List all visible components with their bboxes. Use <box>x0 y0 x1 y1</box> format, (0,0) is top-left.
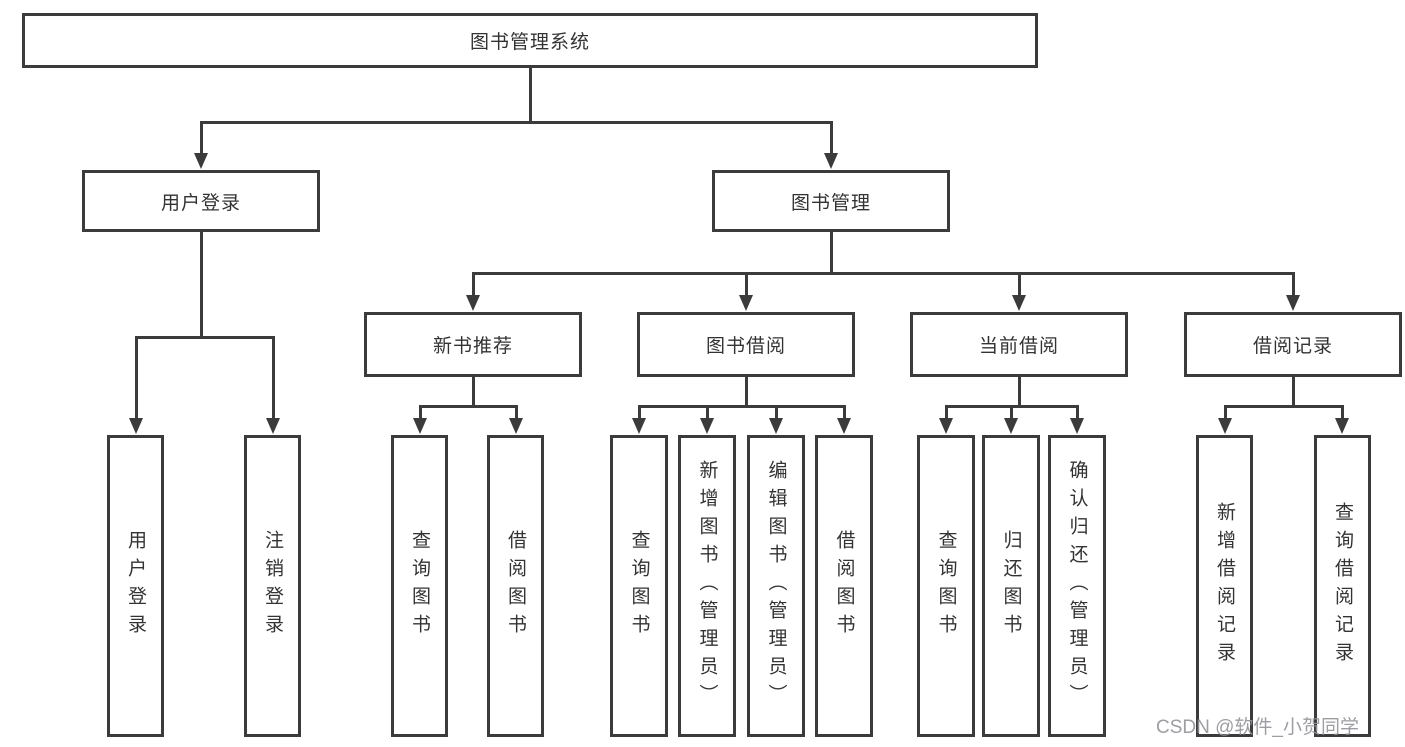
leaf-user-login-label: 用户登录 <box>125 530 146 642</box>
connector-line <box>472 377 475 408</box>
node-new-book-recommend-label: 新书推荐 <box>432 336 513 357</box>
leaf-return-book-label: 归还图书 <box>1000 530 1022 642</box>
connector-line <box>135 336 138 422</box>
arrow-down-icon <box>700 418 714 434</box>
connector-line <box>1010 405 1013 422</box>
node-current-borrow: 当前借阅 <box>910 312 1128 377</box>
leaf-logout-label: 注销登录 <box>262 530 283 642</box>
leaf-add-book-admin: 新增图书（管理员） <box>678 435 736 737</box>
connector-line <box>638 405 846 408</box>
node-root: 图书管理系统 <box>22 13 1038 68</box>
arrow-down-icon <box>1335 418 1349 434</box>
leaf-borrow-book-label: 借阅图书 <box>833 530 855 642</box>
arrow-down-icon <box>1218 418 1232 434</box>
leaf-user-login: 用户登录 <box>107 435 164 737</box>
connector-line <box>419 405 422 422</box>
leaf-confirm-return-admin: 确认归还（管理员） <box>1048 435 1106 737</box>
connector-line <box>706 405 709 422</box>
arrow-down-icon <box>769 418 783 434</box>
connector-line <box>830 121 833 157</box>
leaf-query-book-recommend: 查询图书 <box>391 435 448 737</box>
node-borrow-records-label: 借阅记录 <box>1252 336 1333 357</box>
connector-line <box>843 405 846 422</box>
connector-line <box>1341 405 1344 422</box>
arrow-down-icon <box>413 418 427 434</box>
node-current-borrow-label: 当前借阅 <box>978 336 1059 357</box>
node-user-login-label: 用户登录 <box>160 192 241 214</box>
arrow-down-icon <box>1286 295 1300 311</box>
connector-line <box>529 68 532 122</box>
leaf-edit-book-admin: 编辑图书（管理员） <box>747 435 805 737</box>
arrow-down-icon <box>129 418 143 434</box>
connector-line <box>419 405 518 408</box>
node-user-login: 用户登录 <box>82 170 320 232</box>
connector-line <box>1224 405 1344 408</box>
arrow-down-icon <box>939 418 953 434</box>
leaf-query-book-borrow-label: 查询图书 <box>628 530 650 642</box>
leaf-add-book-admin-label: 新增图书（管理员） <box>696 460 718 712</box>
connector-line <box>472 272 1294 275</box>
arrow-down-icon <box>509 418 523 434</box>
node-book-borrow-label: 图书借阅 <box>705 336 786 357</box>
leaf-query-borrow-record: 查询借阅记录 <box>1314 435 1371 737</box>
connector-line <box>515 405 518 422</box>
arrow-down-icon <box>739 295 753 311</box>
node-book-management-label: 图书管理 <box>790 192 871 214</box>
arrow-down-icon <box>266 418 280 434</box>
connector-line <box>1292 377 1295 408</box>
arrow-down-icon <box>824 153 838 169</box>
connector-line <box>1018 272 1021 299</box>
connector-line <box>945 405 948 422</box>
leaf-logout: 注销登录 <box>244 435 301 737</box>
connector-line <box>830 232 833 275</box>
node-root-label: 图书管理系统 <box>469 32 590 53</box>
connector-line <box>200 121 832 124</box>
leaf-borrow-book-recommend: 借阅图书 <box>487 435 544 737</box>
connector-line <box>272 336 275 422</box>
connector-line <box>1224 405 1227 422</box>
arrow-down-icon <box>1070 418 1084 434</box>
arrow-down-icon <box>632 418 646 434</box>
leaf-confirm-return-admin-label: 确认归还（管理员） <box>1066 460 1088 712</box>
connector-line <box>200 121 203 157</box>
node-book-borrow: 图书借阅 <box>637 312 855 377</box>
leaf-borrow-book-recommend-label: 借阅图书 <box>505 530 526 642</box>
leaf-query-book-current-label: 查询图书 <box>935 530 957 642</box>
leaf-query-book-recommend-label: 查询图书 <box>409 530 430 642</box>
connector-line <box>745 272 748 299</box>
arrow-down-icon <box>837 418 851 434</box>
connector-line <box>1018 377 1021 408</box>
leaf-edit-book-admin-label: 编辑图书（管理员） <box>765 460 787 712</box>
arrow-down-icon <box>1004 418 1018 434</box>
arrow-down-icon <box>466 295 480 311</box>
connector-line <box>745 377 748 408</box>
connector-line <box>1076 405 1079 422</box>
connector-line <box>638 405 641 422</box>
leaf-query-book-borrow: 查询图书 <box>610 435 668 737</box>
connector-line <box>1292 272 1295 299</box>
csdn-watermark: CSDN @软件_小贺同学 <box>1156 717 1359 738</box>
leaf-query-book-current: 查询图书 <box>917 435 975 737</box>
node-new-book-recommend: 新书推荐 <box>364 312 582 377</box>
connector-line <box>472 272 475 299</box>
leaf-return-book: 归还图书 <box>982 435 1040 737</box>
leaf-add-borrow-record-label: 新增借阅记录 <box>1214 502 1235 670</box>
leaf-query-borrow-record-label: 查询借阅记录 <box>1332 502 1353 670</box>
node-borrow-records: 借阅记录 <box>1184 312 1402 377</box>
leaf-add-borrow-record: 新增借阅记录 <box>1196 435 1253 737</box>
arrow-down-icon <box>1012 295 1026 311</box>
connector-line <box>775 405 778 422</box>
leaf-borrow-book: 借阅图书 <box>815 435 873 737</box>
connector-line <box>200 232 203 339</box>
arrow-down-icon <box>194 153 208 169</box>
connector-line <box>135 336 275 339</box>
node-book-management: 图书管理 <box>712 170 950 232</box>
